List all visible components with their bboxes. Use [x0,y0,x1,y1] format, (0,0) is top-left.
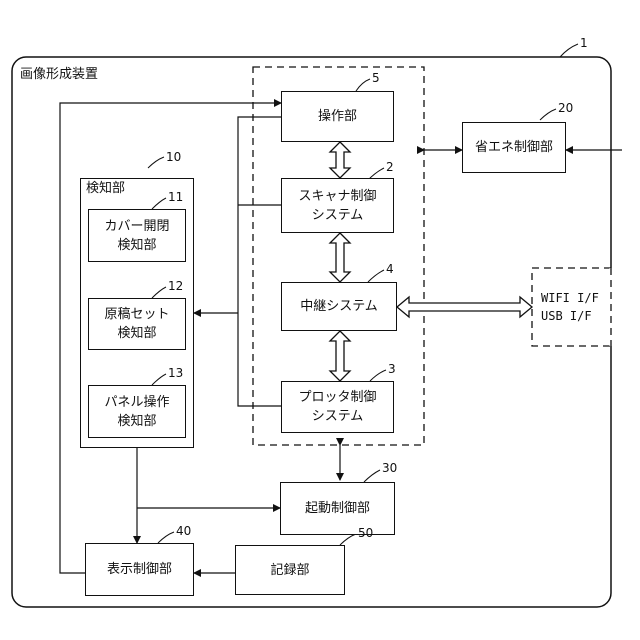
energy-label: 省エネ制御部 [475,138,553,157]
interface-usb: USB I/F [541,307,599,325]
ref-display: 40 [176,524,191,538]
hollow-arrow-op-scanner [330,142,350,178]
ref-detector: 10 [166,150,181,164]
interface-labels: WIFI I/F USB I/F [541,289,599,325]
cover-label-line1: カバー開閉 [104,217,169,236]
cover-detector: カバー開閉 検知部 [88,209,186,262]
leader-50 [340,534,356,545]
leader-3 [370,370,386,381]
startup-label: 起動制御部 [305,499,370,518]
display-control: 表示制御部 [85,543,194,596]
leader-20 [540,109,556,120]
hollow-arrow-relay-interface [397,297,532,317]
original-label-line1: 原稿セット [104,305,169,324]
ref-original: 12 [168,279,183,293]
ref-plotter: 3 [388,362,396,376]
ref-panel: 13 [168,366,183,380]
leader-5 [356,79,370,91]
ref-energy: 20 [558,101,573,115]
interface-wifi: WIFI I/F [541,289,599,307]
plotter-control-system: プロッタ制御 システム [281,381,394,433]
panel-label-line1: パネル操作 [104,393,169,412]
leader-10 [148,157,164,168]
line-bus [238,117,281,406]
operation-unit: 操作部 [281,91,394,142]
operation-unit-label: 操作部 [318,107,357,126]
ref-recorder: 50 [358,526,373,540]
plotter-label-line2: システム [312,407,364,426]
device-title: 画像形成装置 [20,66,98,84]
ref-relay: 4 [386,262,394,276]
leader-30 [364,470,380,482]
scanner-label-line1: スキャナ制御 [298,187,376,206]
ref-cover: 11 [168,190,183,204]
startup-control: 起動制御部 [280,482,395,535]
scanner-control-system: スキャナ制御 システム [281,178,394,233]
leader-4 [368,270,384,282]
panel-label-line2: 検知部 [117,412,156,431]
energy-saving-control: 省エネ制御部 [462,122,566,173]
display-label: 表示制御部 [107,560,172,579]
relay-label: 中継システム [300,297,378,316]
detector-label: 検知部 [86,180,125,198]
scanner-label-line2: システム [312,206,364,225]
original-label-line2: 検知部 [117,324,156,343]
ref-operation: 5 [372,71,380,85]
plotter-label-line1: プロッタ制御 [298,388,376,407]
cover-label-line2: 検知部 [117,236,156,255]
recorder: 記録部 [235,545,345,595]
ref-startup: 30 [382,461,397,475]
ref-scanner: 2 [386,160,394,174]
relay-system: 中継システム [281,282,397,331]
leader-40 [158,532,174,543]
original-set-detector: 原稿セット 検知部 [88,298,186,350]
hollow-arrow-scanner-relay [330,233,350,282]
hollow-arrow-relay-plotter [330,331,350,381]
panel-operation-detector: パネル操作 検知部 [88,385,186,438]
ref-device: 1 [580,36,588,50]
recorder-label: 記録部 [270,561,309,580]
leader-device [560,44,578,57]
